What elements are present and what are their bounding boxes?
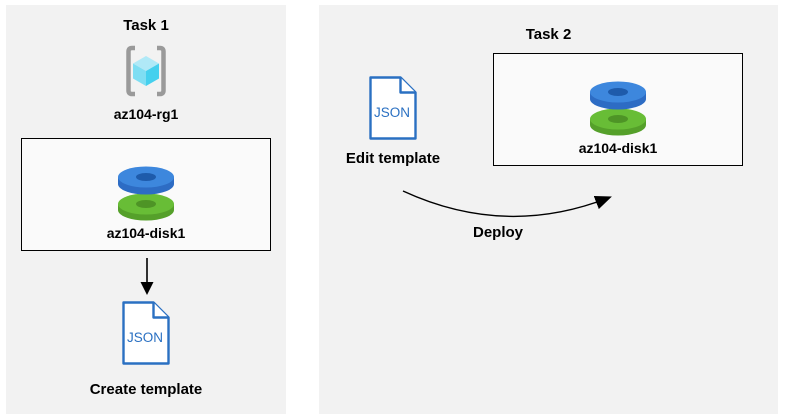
json-icon-text: JSON: [374, 105, 410, 120]
disk-label: az104-disk1: [578, 140, 658, 156]
deploy-label: Deploy: [472, 224, 523, 241]
deploy-arrow: [402, 190, 612, 218]
create-template-label: Create template: [89, 381, 203, 398]
json-file-icon: JSON: [368, 75, 418, 141]
task1-disk-box: az104-disk1: [21, 138, 271, 251]
azure-resource-group-icon: [120, 43, 172, 99]
json-file-icon: JSON: [121, 300, 171, 366]
task2-title: Task 2: [525, 26, 572, 43]
task1-title: Task 1: [123, 17, 169, 34]
task2-panel: Task 2 JSON Edit template az104-disk1: [319, 5, 778, 414]
down-arrow: [135, 255, 159, 299]
task1-panel: Task 1 az104-rg1 az104-disk1: [6, 5, 286, 414]
azure-disk-icon: [114, 164, 178, 222]
azure-disk-icon: [586, 79, 650, 137]
json-icon-text: JSON: [127, 330, 163, 345]
resource-group-label: az104-rg1: [113, 106, 179, 122]
edit-template-label: Edit template: [345, 150, 441, 167]
task2-disk-box: az104-disk1: [493, 53, 743, 166]
disk-label: az104-disk1: [106, 225, 186, 241]
